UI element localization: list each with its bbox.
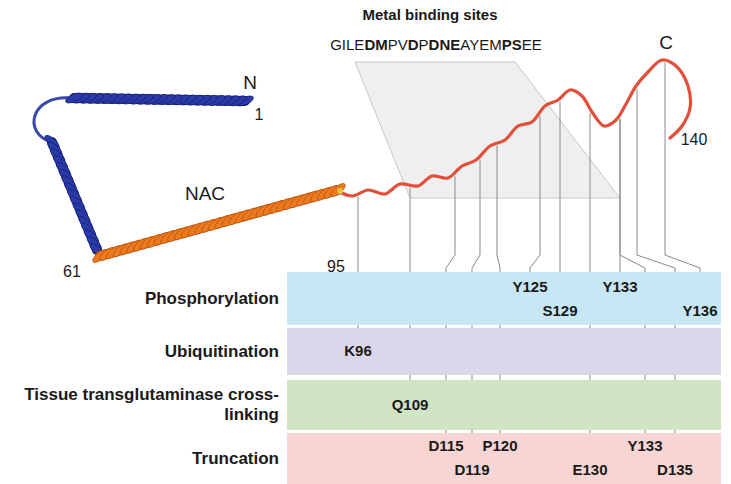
loop	[34, 98, 72, 142]
residue-label: Y136	[682, 302, 717, 319]
figure-label: C	[659, 32, 673, 54]
nac-helix-turn	[329, 181, 347, 198]
residue-label: P120	[482, 437, 517, 454]
leader-line	[665, 62, 700, 299]
sequence-letter: S	[512, 36, 522, 53]
transition	[337, 188, 343, 194]
sequence-text: GILEDMPVDPDNEAYEMPSEE	[330, 36, 542, 53]
sequence-letter: E	[354, 36, 364, 53]
residue-label: Y133	[602, 278, 637, 295]
sequence-letter: N	[439, 36, 450, 53]
leader-line	[560, 102, 561, 300]
figure-label: Metal binding sites	[362, 6, 497, 23]
residue-label: Y125	[512, 278, 547, 295]
sequence-letter: M	[375, 36, 388, 53]
residue-label: E130	[572, 461, 607, 478]
residue-label: S129	[542, 302, 577, 319]
residue-label: Q109	[392, 396, 429, 413]
sequence-letter: Y	[469, 36, 479, 53]
metal-site-zoom	[355, 62, 620, 198]
annotation-band: PhosphorylationY125S129Y133Y136	[287, 272, 721, 325]
figure-label: NAC	[185, 183, 225, 205]
sequence-letter: D	[429, 36, 440, 53]
band-heading: Ubiquitination	[7, 342, 279, 362]
sequence-letter: V	[398, 36, 408, 53]
annotation-band: UbiquitinationK96	[287, 328, 721, 375]
figure-label: 1	[255, 106, 264, 124]
residue-label: K96	[344, 342, 372, 359]
residue-label: D135	[657, 461, 693, 478]
sequence-letter: P	[388, 36, 398, 53]
figure-label: N	[243, 72, 257, 94]
band-heading: Tissue transglutaminase cross-linking	[7, 385, 279, 424]
sequence-letter: E	[522, 36, 532, 53]
leader-line	[530, 116, 540, 275]
sequence-letter: M	[489, 36, 502, 53]
sequence-letter: E	[532, 36, 542, 53]
figure-label: 140	[681, 131, 708, 149]
band-heading: Truncation	[7, 449, 279, 469]
sequence-letter: G	[330, 36, 342, 53]
sequence-letter: I	[342, 36, 346, 53]
annotation-band: TruncationD115D119P120E130Y133D135	[287, 433, 721, 484]
sequence-letter: P	[419, 36, 429, 53]
residue-label: D119	[454, 461, 489, 478]
sequence-letter: D	[408, 36, 419, 53]
band-heading: Phosphorylation	[7, 289, 279, 309]
sequence-letter: E	[479, 36, 489, 53]
sequence-letter: P	[502, 36, 512, 53]
residue-label: Y133	[627, 437, 662, 454]
sequence-letter: E	[450, 36, 460, 53]
annotation-band: Tissue transglutaminase cross-linkingQ10…	[287, 380, 721, 430]
helix-turn	[64, 91, 83, 105]
residue-label: D115	[428, 437, 463, 454]
sequence-letter: A	[460, 36, 469, 53]
sequence-letter: L	[346, 36, 354, 53]
sequence-letter: D	[364, 36, 375, 53]
helix-group	[43, 91, 347, 265]
c-terminal-coil	[338, 60, 690, 196]
figure-label: 61	[63, 263, 81, 281]
